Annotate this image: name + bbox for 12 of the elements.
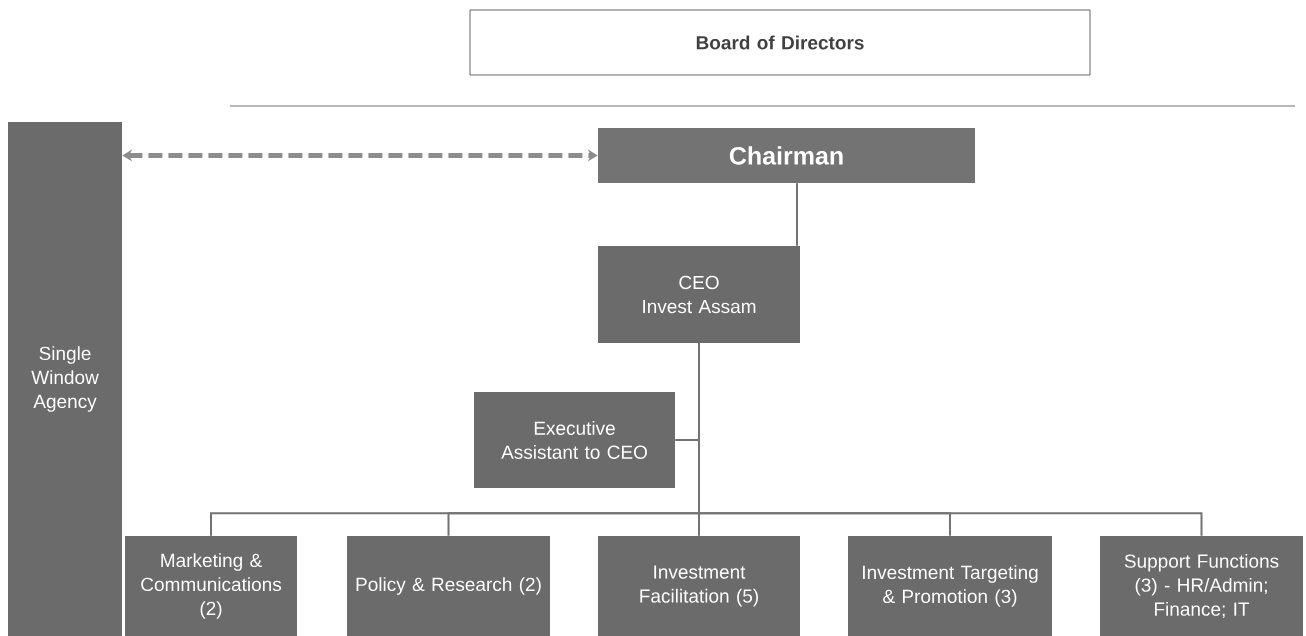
connector-line [796, 182, 798, 247]
chairman-box: Chairman [598, 128, 975, 183]
department-box: Support Functions (3) - HR/Admin; Finance; IT [1100, 536, 1303, 636]
agency-bar: Single Window Agency [8, 122, 122, 636]
assistant-box: Executive Assistant to CEO [474, 392, 675, 488]
department-box: Marketing & Communications (2) [125, 536, 297, 636]
ceo-box: CEO Invest Assam [598, 246, 800, 343]
connector-line [698, 342, 1203, 537]
department-box: Investment Targeting & Promotion (3) [848, 536, 1052, 636]
department-box: Policy & Research (2) [347, 536, 550, 636]
department-box: Investment Facilitation (5) [598, 536, 800, 636]
board-box: Board of Directors [469, 9, 1091, 76]
